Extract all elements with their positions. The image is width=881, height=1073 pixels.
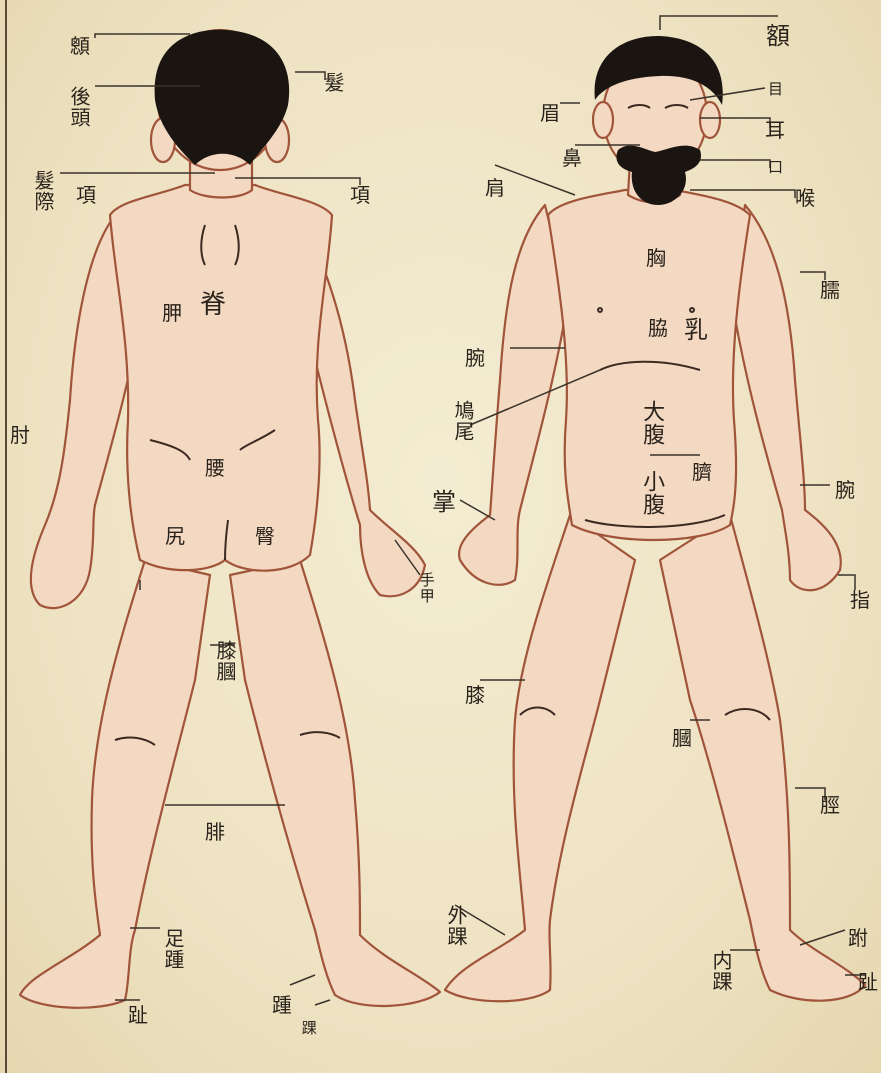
label-wrist: 腕 xyxy=(835,480,855,501)
label-heel-front: 跗 xyxy=(848,928,868,949)
label-buttock-left: 尻 xyxy=(165,526,185,547)
label-hair-whorl: 髮 xyxy=(322,72,343,93)
label-calf: 腓 xyxy=(205,822,225,843)
label-upper-arm: 臑 xyxy=(820,280,840,301)
label-spine: 脊 xyxy=(200,292,226,319)
front-left-arm xyxy=(459,205,568,585)
front-right-leg xyxy=(660,515,865,1001)
label-ankle: 踝 xyxy=(300,1020,316,1036)
back-figure xyxy=(20,30,440,1008)
label-heel: 足踵 xyxy=(162,928,183,970)
label-hairline: 髮際 xyxy=(32,170,53,212)
back-torso xyxy=(110,185,332,571)
label-knee: 膝 xyxy=(465,685,485,706)
label-top-left: 顖 xyxy=(70,36,90,57)
label-finger: 指 xyxy=(850,590,870,611)
label-ear: 耳 xyxy=(765,120,785,141)
label-knee-inner: 膕 xyxy=(672,728,692,749)
label-palm: 掌 xyxy=(432,490,456,515)
label-brow: 眉 xyxy=(540,103,560,124)
label-eye: 目 xyxy=(768,82,783,98)
back-right-leg xyxy=(230,560,440,1006)
label-back-of-head: 後頭 xyxy=(68,86,89,128)
label-elbow: 肘 xyxy=(10,425,30,446)
label-nape-right: 項 xyxy=(350,185,370,206)
label-outer-ankle: 外踝 xyxy=(445,905,466,947)
label-inner-ankle: 内踝 xyxy=(710,950,731,992)
label-sole: 踵 xyxy=(272,995,292,1016)
front-left-leg xyxy=(445,515,635,1001)
label-buttock-right: 臀 xyxy=(255,526,275,547)
label-nipple: 乳 xyxy=(684,318,708,343)
label-nail: 手甲 xyxy=(418,572,434,604)
label-elbow-crease: 腕 xyxy=(465,348,485,369)
label-waist: 腰 xyxy=(205,458,225,479)
label-knee-back: 膝膕 xyxy=(214,640,235,682)
label-shin: 脛 xyxy=(820,795,840,816)
label-scapula: 胛 xyxy=(162,303,182,324)
label-forehead: 額 xyxy=(766,24,790,49)
label-chest: 胸 xyxy=(646,248,666,269)
label-mouth: 口 xyxy=(768,160,783,176)
label-nape-left: 項 xyxy=(76,185,96,206)
front-right-arm xyxy=(732,205,841,590)
label-toe: 趾 xyxy=(128,1005,148,1026)
label-nose: 鼻 xyxy=(562,148,582,169)
label-navel: 臍 xyxy=(692,462,712,483)
label-flank: 脇 xyxy=(648,318,668,339)
label-lower-abdomen: 小腹 xyxy=(640,470,663,516)
label-shoulder: 肩 xyxy=(485,178,505,199)
label-abdomen-side: 鳩尾 xyxy=(452,400,473,442)
label-upper-abdomen: 大腹 xyxy=(640,400,663,446)
label-toe-front: 趾 xyxy=(858,972,878,993)
label-throat: 喉 xyxy=(795,188,815,209)
